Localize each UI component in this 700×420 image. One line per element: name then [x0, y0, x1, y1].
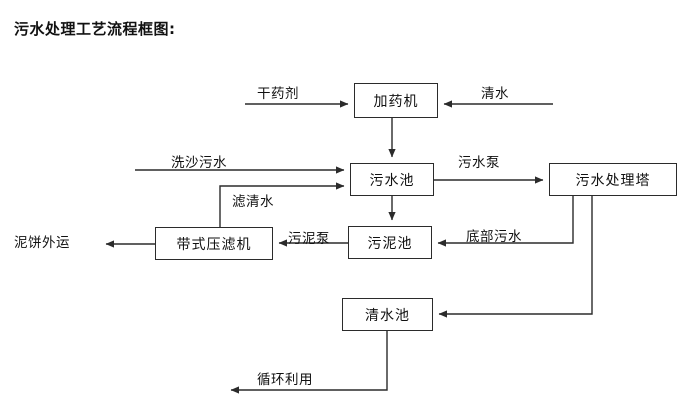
- edge-label-recycle-use: 循环利用: [257, 372, 313, 388]
- edge-tower-to-clear-pool: [438, 196, 593, 318]
- page-title: 污水处理工艺流程框图:: [14, 20, 176, 38]
- node-label: 污水池: [369, 172, 415, 189]
- node-belt-filter-press[interactable]: 带式压滤机: [155, 227, 273, 260]
- edge-label-filtered-clear-water: 滤清水: [232, 194, 274, 210]
- edge-label-sludge-pump: 污泥泵: [288, 231, 330, 247]
- edge-label-clean-water: 清水: [481, 86, 509, 102]
- edge-label-bottom-sewage: 底部污水: [466, 229, 522, 245]
- node-sewage-treatment-tower[interactable]: 污水处理塔: [549, 163, 677, 196]
- node-sewage-pool[interactable]: 污水池: [350, 163, 434, 196]
- node-label: 污水处理塔: [575, 172, 651, 189]
- edge-label-sewage-pump: 污水泵: [458, 155, 500, 171]
- node-label: 清水池: [365, 307, 410, 324]
- node-clear-water-pool[interactable]: 清水池: [342, 298, 433, 331]
- edge-filtered-water-to-sewage-pool: [219, 182, 345, 227]
- terminal-label-mud-cake-transport: 泥饼外运: [14, 235, 70, 251]
- node-sludge-pool[interactable]: 污泥池: [348, 226, 432, 259]
- node-dosing-machine[interactable]: 加药机: [354, 83, 438, 118]
- edge-clear-pool-recycle: [230, 331, 388, 394]
- edge-tower-bottom-sewage-to-sludge-pool: [437, 196, 574, 247]
- edge-label-sand-washing-sewage: 洗沙污水: [171, 155, 227, 171]
- edge-label-dry-agent: 干药剂: [257, 86, 299, 102]
- node-label: 加药机: [373, 93, 419, 110]
- node-label: 带式压滤机: [176, 236, 252, 253]
- node-label: 污泥池: [367, 235, 413, 252]
